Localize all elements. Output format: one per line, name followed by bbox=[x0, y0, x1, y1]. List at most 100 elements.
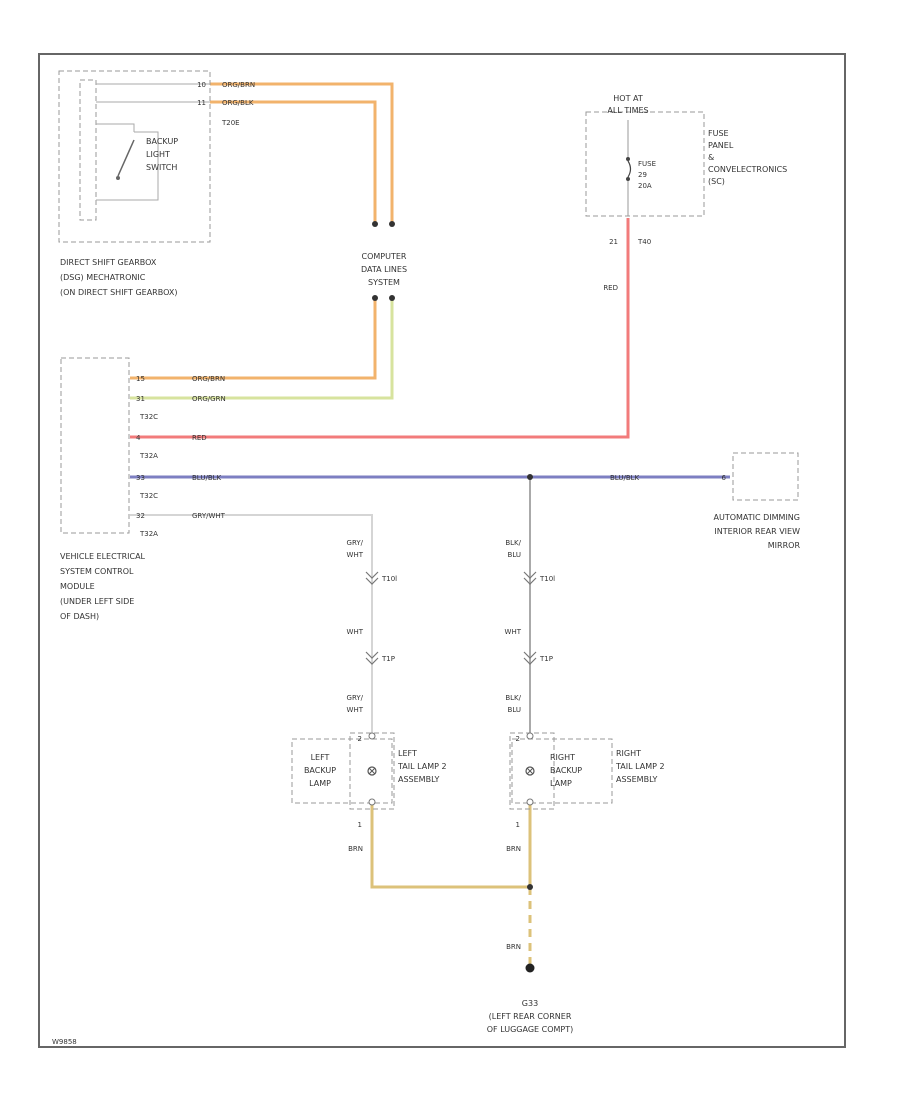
wire-org-brn-gearbox bbox=[210, 82, 394, 222]
connector-chevron-icon bbox=[523, 651, 537, 659]
left-wire-upper-2: WHT bbox=[347, 551, 364, 559]
connector-chevron-icon bbox=[365, 657, 379, 665]
wire-org-brn-module bbox=[130, 300, 377, 380]
lamp-terminal-icon bbox=[368, 732, 376, 740]
mirror-name-3: MIRROR bbox=[768, 541, 801, 550]
left-connector-upper: T10l bbox=[381, 575, 397, 583]
connector-chevron-icon bbox=[523, 577, 537, 585]
left-lamp-pin-2: 2 bbox=[358, 735, 362, 743]
vecm-connector-4: T32A bbox=[139, 530, 158, 538]
left-lamp-pin-1: 1 bbox=[358, 821, 362, 829]
data-pin-icon bbox=[389, 221, 395, 227]
fuse-label-3: 20A bbox=[638, 182, 652, 190]
vecm-name-4: (UNDER LEFT SIDE bbox=[60, 597, 134, 606]
left-wire-upper-1: GRY/ bbox=[347, 539, 364, 547]
ground-wire-label: BRN bbox=[506, 943, 521, 951]
switch-label-3: SWITCH bbox=[146, 163, 177, 172]
left-connector-lower: T1P bbox=[381, 655, 395, 663]
gearbox-wire-a-label: ORG/BRN bbox=[222, 81, 255, 89]
mirror-pin-label: 6 bbox=[722, 474, 727, 482]
right-wire-lower-2: BLU bbox=[508, 706, 521, 714]
gearbox-name-1: DIRECT SHIFT GEARBOX bbox=[60, 258, 157, 267]
data-pin-icon bbox=[389, 295, 395, 301]
wire-red-fuse-feed bbox=[130, 218, 630, 439]
splice-icon bbox=[527, 474, 533, 480]
vecm-wire-3: RED bbox=[192, 434, 207, 442]
panel-label-4: CONVELECTRONICS bbox=[708, 165, 787, 174]
switch-label-2: LIGHT bbox=[146, 150, 170, 159]
lamp-terminal-icon bbox=[368, 798, 376, 806]
vecm-name-1: VEHICLE ELECTRICAL bbox=[60, 552, 146, 561]
fuse-connector-label: T40 bbox=[637, 238, 651, 246]
mirror-name-1: AUTOMATIC DIMMING bbox=[713, 513, 800, 522]
fuse-panel-component: HOT AT ALL TIMES FUSE 29 20A FUSE PANEL … bbox=[585, 94, 787, 292]
fuse-icon bbox=[627, 160, 632, 178]
data-pin-icon bbox=[372, 221, 378, 227]
fuse-label-1: FUSE bbox=[638, 160, 656, 168]
left-branch: GRY/ WHT T10l WHT T1P GRY/ WHT 2 1 LEFT … bbox=[291, 539, 447, 853]
vecm-wire-4: BLU/BLK bbox=[192, 474, 222, 482]
gearbox-pin-b: 11 bbox=[197, 99, 206, 107]
data-lines-label-1: COMPUTER bbox=[362, 252, 407, 261]
vecm-wire-5: GRY/WHT bbox=[192, 512, 226, 520]
panel-label-5: (SC) bbox=[708, 177, 725, 186]
ground-point-icon bbox=[525, 963, 535, 973]
right-tail-lamp-1: RIGHT bbox=[616, 749, 641, 758]
right-lamp-pin-1: 1 bbox=[516, 821, 520, 829]
fuse-terminal-icon bbox=[626, 157, 630, 161]
fuse-label-2: 29 bbox=[638, 171, 647, 179]
data-lines-component: COMPUTER DATA LINES SYSTEM bbox=[361, 221, 407, 301]
left-wire-lower-2: WHT bbox=[347, 706, 364, 714]
vecm-pin-15: 15 bbox=[136, 375, 145, 383]
lamp-terminal-icon bbox=[526, 798, 534, 806]
vecm-connector-2: T32A bbox=[139, 452, 158, 460]
left-tail-lamp-box bbox=[291, 738, 393, 804]
mirror-wire-label: BLU/BLK bbox=[610, 474, 640, 482]
gearbox-box bbox=[58, 70, 211, 243]
left-ground-wire: BRN bbox=[348, 845, 363, 853]
vecm-pin-32: 32 bbox=[136, 512, 145, 520]
data-pin-icon bbox=[372, 295, 378, 301]
left-tail-lamp-3: ASSEMBLY bbox=[398, 775, 439, 784]
mirror-name-2: INTERIOR REAR VIEW bbox=[714, 527, 800, 536]
gearbox-name-3: (ON DIRECT SHIFT GEARBOX) bbox=[60, 288, 177, 297]
vecm-wire-1: ORG/BRN bbox=[192, 375, 225, 383]
lamp-terminal-icon bbox=[526, 732, 534, 740]
left-backup-lamp-2: BACKUP bbox=[304, 766, 336, 775]
connector-chevron-icon bbox=[523, 571, 537, 579]
connector-chevron-icon bbox=[365, 577, 379, 585]
left-wire-lower-1: GRY/ bbox=[347, 694, 364, 702]
left-wire-mid: WHT bbox=[347, 628, 364, 636]
connector-chevron-icon bbox=[523, 657, 537, 665]
all-times-label: ALL TIMES bbox=[607, 106, 648, 115]
right-wire-upper-1: BLK/ bbox=[505, 539, 521, 547]
wire-org-blk-gearbox bbox=[210, 100, 377, 222]
fuse-panel-box bbox=[585, 111, 705, 217]
panel-label-2: PANEL bbox=[708, 141, 734, 150]
right-connector-upper: T10l bbox=[539, 575, 555, 583]
vecm-component: 15 31 4 33 32 T32C T32A T32C T32A ORG/BR… bbox=[60, 357, 226, 621]
wire-org-grn-module bbox=[130, 300, 394, 400]
right-tail-lamp-3: ASSEMBLY bbox=[616, 775, 657, 784]
ground-component: BRN G33 (LEFT REAR CORNER OF LUGGAGE COM… bbox=[487, 884, 573, 1034]
gearbox-name-2: (DSG) MECHATRONIC bbox=[60, 273, 146, 282]
fuse-terminal-icon bbox=[626, 177, 630, 181]
hot-at-label: HOT AT bbox=[613, 94, 643, 103]
right-wire-mid: WHT bbox=[505, 628, 522, 636]
left-tail-lamp-2: TAIL LAMP 2 bbox=[397, 762, 447, 771]
vecm-box bbox=[60, 357, 130, 534]
left-backup-lamp-3: LAMP bbox=[309, 779, 331, 788]
splice-icon bbox=[527, 884, 533, 890]
right-ground-wire: BRN bbox=[506, 845, 521, 853]
right-tail-lamp-2: TAIL LAMP 2 bbox=[615, 762, 665, 771]
vecm-connector-3: T32C bbox=[139, 492, 158, 500]
data-lines-label-2: DATA LINES bbox=[361, 265, 407, 274]
panel-label-1: FUSE bbox=[708, 129, 729, 138]
diagram-code: W9858 bbox=[52, 1038, 77, 1046]
fuse-pin-label: 21 bbox=[609, 238, 618, 246]
mirror-component: BLU/BLK 6 AUTOMATIC DIMMING INTERIOR REA… bbox=[527, 452, 801, 550]
mirror-box bbox=[732, 452, 799, 501]
right-wire-upper-2: BLU bbox=[508, 551, 521, 559]
left-backup-lamp-1: LEFT bbox=[311, 753, 330, 762]
